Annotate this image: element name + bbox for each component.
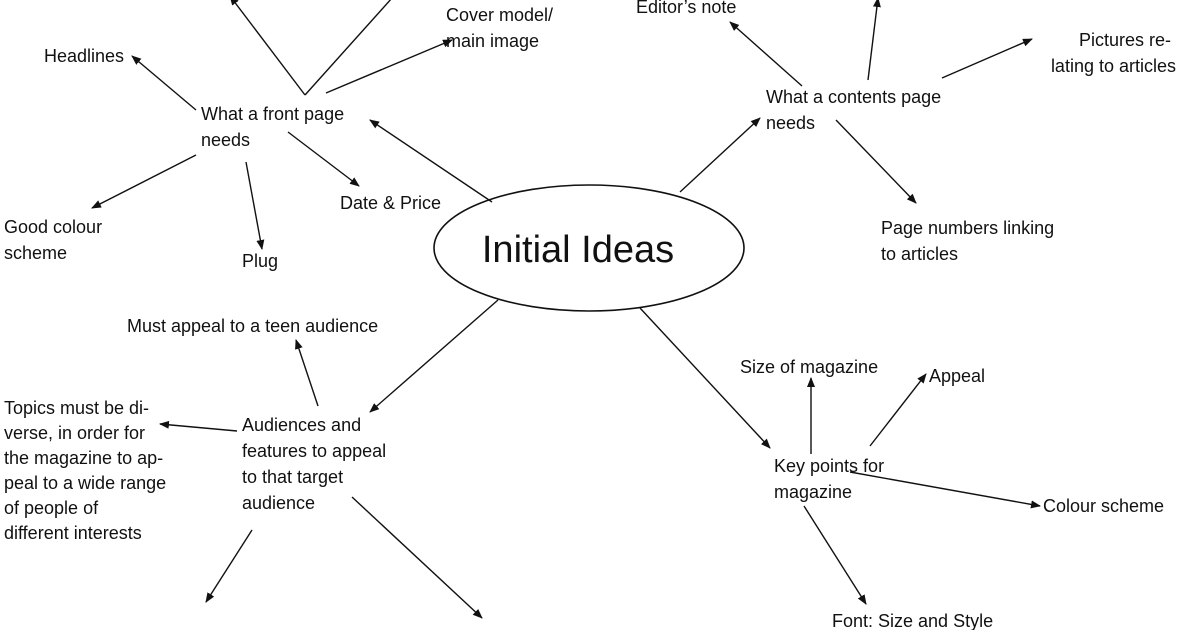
size-of-magazine-label: Size of magazine (740, 357, 878, 377)
key-points-hub-line-2: magazine (774, 482, 852, 502)
colour-scheme-label: Colour scheme (1043, 496, 1164, 516)
cover-model-line-1: Cover model/ (446, 5, 553, 25)
edge-key-points-to-appeal (869, 373, 927, 447)
edge-contents-to-editors-note (729, 21, 803, 87)
contents-page-hub-label: What a contents page needs (766, 87, 946, 133)
edge-front-to-date-price (287, 131, 360, 187)
page-numbers-line-1: Page numbers linking (881, 218, 1054, 238)
topics-line-1: Topics must be di- (4, 398, 149, 418)
plug-label: Plug (242, 251, 278, 271)
topics-line-6: different interests (4, 523, 142, 543)
edge-front-to-headlines (131, 55, 197, 111)
audiences-hub-line-1: Audiences and (242, 415, 361, 435)
front-page-hub-line-2: needs (201, 130, 250, 150)
topics-line-4: peal to a wide range (4, 473, 166, 493)
headlines-label: Headlines (44, 46, 124, 66)
editors-note-label: Editor’s note (636, 0, 736, 17)
center-node-label: Initial Ideas (482, 229, 674, 271)
contents-page-hub-line-2: needs (766, 113, 815, 133)
topics-line-5: of people of (4, 498, 99, 518)
edge-audiences-to-teen (295, 339, 319, 407)
cover-model-label: Cover model/ main image (446, 5, 558, 51)
good-colour-line-2: scheme (4, 243, 67, 263)
edge-key-points-to-font (803, 505, 867, 605)
appeal-label: Appeal (929, 366, 985, 386)
edge-front-to-top-left-offscreen (229, 0, 306, 96)
pictures-line-1: Pictures re- (1079, 30, 1171, 50)
key-points-hub-label: Key points for magazine (774, 456, 889, 502)
edge-contents-to-page-numbers (835, 119, 917, 204)
edge-center-to-contents-page (679, 117, 761, 193)
topics-line-2: verse, in order for (4, 423, 145, 443)
edge-front-to-good-colour (91, 154, 197, 209)
audiences-hub-label: Audiences and features to appeal to that… (242, 415, 391, 513)
edge-front-to-top-offscreen (304, 0, 392, 96)
topics-line-3: the magazine to ap- (4, 448, 163, 468)
good-colour-label: Good colour scheme (4, 217, 107, 263)
topics-label: Topics must be di- verse, in order for t… (4, 398, 171, 543)
front-page-hub-label: What a front page needs (201, 104, 349, 150)
audiences-hub-line-3: to that target (242, 467, 343, 487)
edge-front-to-cover-model (325, 39, 453, 94)
pictures-label: Pictures re- lating to articles (1051, 30, 1176, 76)
center-node-ellipse (433, 184, 745, 312)
cover-model-line-2: main image (446, 31, 539, 51)
edge-center-to-front-page (369, 119, 493, 203)
good-colour-line-1: Good colour (4, 217, 102, 237)
edge-contents-to-pictures (941, 38, 1033, 79)
edge-key-points-to-colour-scheme (849, 471, 1041, 509)
edge-audiences-to-bottom-right (351, 496, 483, 619)
edge-contents-to-top-offscreen (867, 0, 881, 81)
pictures-line-2: lating to articles (1051, 56, 1176, 76)
audiences-hub-line-2: features to appeal (242, 441, 386, 461)
audiences-hub-line-4: audience (242, 493, 315, 513)
teen-audience-label: Must appeal to a teen audience (127, 316, 378, 336)
page-numbers-line-2: to articles (881, 244, 958, 264)
page-numbers-label: Page numbers linking to articles (881, 218, 1059, 264)
edge-audiences-to-bottom-left (205, 529, 253, 603)
contents-page-hub-line-1: What a contents page (766, 87, 941, 107)
date-price-label: Date & Price (340, 193, 441, 213)
key-points-hub-line-1: Key points for (774, 456, 884, 476)
font-label: Font: Size and Style (832, 611, 993, 630)
edge-center-to-audiences (369, 299, 499, 413)
edge-audiences-to-topics (159, 420, 238, 432)
edge-front-to-plug (245, 161, 265, 250)
front-page-hub-line-1: What a front page (201, 104, 344, 124)
edge-center-to-key-points (639, 307, 771, 449)
